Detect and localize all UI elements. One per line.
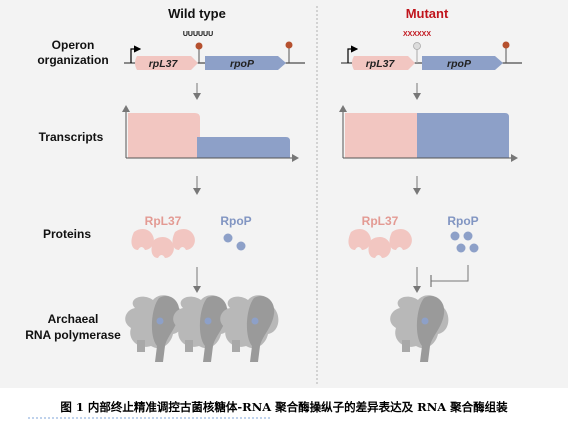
rpop-subunit-icon — [156, 317, 164, 325]
figure-caption: 图 1 内部终止精准调控古菌核糖体-RNA 聚合酶操纵子的差异表达及 RNA 聚… — [60, 400, 508, 414]
rpl37-protein-icon — [348, 228, 371, 250]
mutant-operon: rpL37 rpoP XXXXXX — [341, 31, 522, 70]
wild-type-polymerases — [125, 295, 279, 362]
rpop-protein-icon — [463, 231, 473, 241]
rpop-protein-label: RpoP — [220, 214, 251, 228]
rna-polymerase-icon — [220, 295, 279, 362]
wild-type-operon: rpL37 rpoP UUUUUU — [124, 31, 305, 70]
rpl37-transcript-level — [345, 113, 417, 158]
rpop-gene-arrow — [205, 56, 286, 70]
rpop-subunit-icon — [421, 317, 429, 325]
end-terminator-icon — [285, 41, 293, 49]
rna-polymerase-icon — [173, 295, 232, 362]
mutant-proteins: RpL37 RpoP — [348, 214, 479, 258]
rpl37-protein-icon — [368, 236, 391, 258]
rpop-subunit-icon — [251, 317, 259, 325]
rpop-protein-icon — [450, 231, 460, 241]
internal-terminator-icon — [195, 42, 203, 50]
wild-type-title: Wild type — [168, 6, 226, 21]
wild-type-transcript-plot — [122, 105, 299, 162]
rpl37-protein-icon — [172, 228, 195, 250]
rpop-gene-label: rpoP — [447, 58, 472, 70]
rpl37-protein-icon — [151, 236, 174, 258]
rpl37-protein-icon — [131, 228, 154, 250]
row-label-proteins: Proteins — [43, 227, 91, 241]
row-label-operon-line2: organization — [37, 53, 108, 67]
terminator-sequence-wild-type: UUUUUU — [183, 31, 213, 38]
rpl37-gene-label: rpL37 — [366, 58, 396, 70]
rna-polymerase-icon — [390, 295, 449, 362]
rpop-protein-icon — [223, 233, 233, 243]
row-label-polymerase-line1: Archaeal — [48, 312, 99, 326]
row-label-polymerase-line2: RNA polymerase — [25, 328, 121, 342]
end-terminator-icon — [502, 41, 510, 49]
rpl37-gene-label: rpL37 — [149, 58, 179, 70]
rpop-protein-icon — [456, 243, 466, 253]
rpl37-protein-label: RpL37 — [362, 214, 399, 228]
row-label-operon-line1: Operon — [52, 38, 95, 52]
rpop-transcript-level — [417, 113, 509, 158]
rpl37-transcript-level — [128, 113, 200, 158]
rpl37-gene-arrow — [352, 56, 415, 70]
promoter-arrow-icon — [347, 45, 359, 63]
rna-polymerase-icon — [125, 295, 184, 362]
terminator-sequence-mutant: XXXXXX — [403, 31, 431, 38]
rpop-transcript-level — [197, 137, 290, 158]
inhibition-connector — [431, 265, 469, 282]
wild-type-proteins: RpL37 RpoP — [131, 214, 252, 258]
rpl37-gene-arrow — [135, 56, 198, 70]
mutant-transcript-plot — [339, 105, 518, 162]
promoter-arrow-icon — [130, 45, 142, 63]
rpop-gene-label: rpoP — [230, 58, 255, 70]
disrupted-terminator-icon — [413, 42, 421, 50]
rpop-subunit-icon — [204, 317, 212, 325]
rpl37-protein-label: RpL37 — [145, 214, 182, 228]
rpop-protein-icon — [469, 243, 479, 253]
rpop-gene-arrow — [422, 56, 503, 70]
mutant-title: Mutant — [406, 6, 449, 21]
row-label-transcripts: Transcripts — [39, 130, 104, 144]
rpop-protein-icon — [236, 241, 246, 251]
mutant-polymerases — [390, 295, 449, 362]
rpop-protein-label: RpoP — [447, 214, 478, 228]
rpl37-protein-icon — [389, 228, 412, 250]
